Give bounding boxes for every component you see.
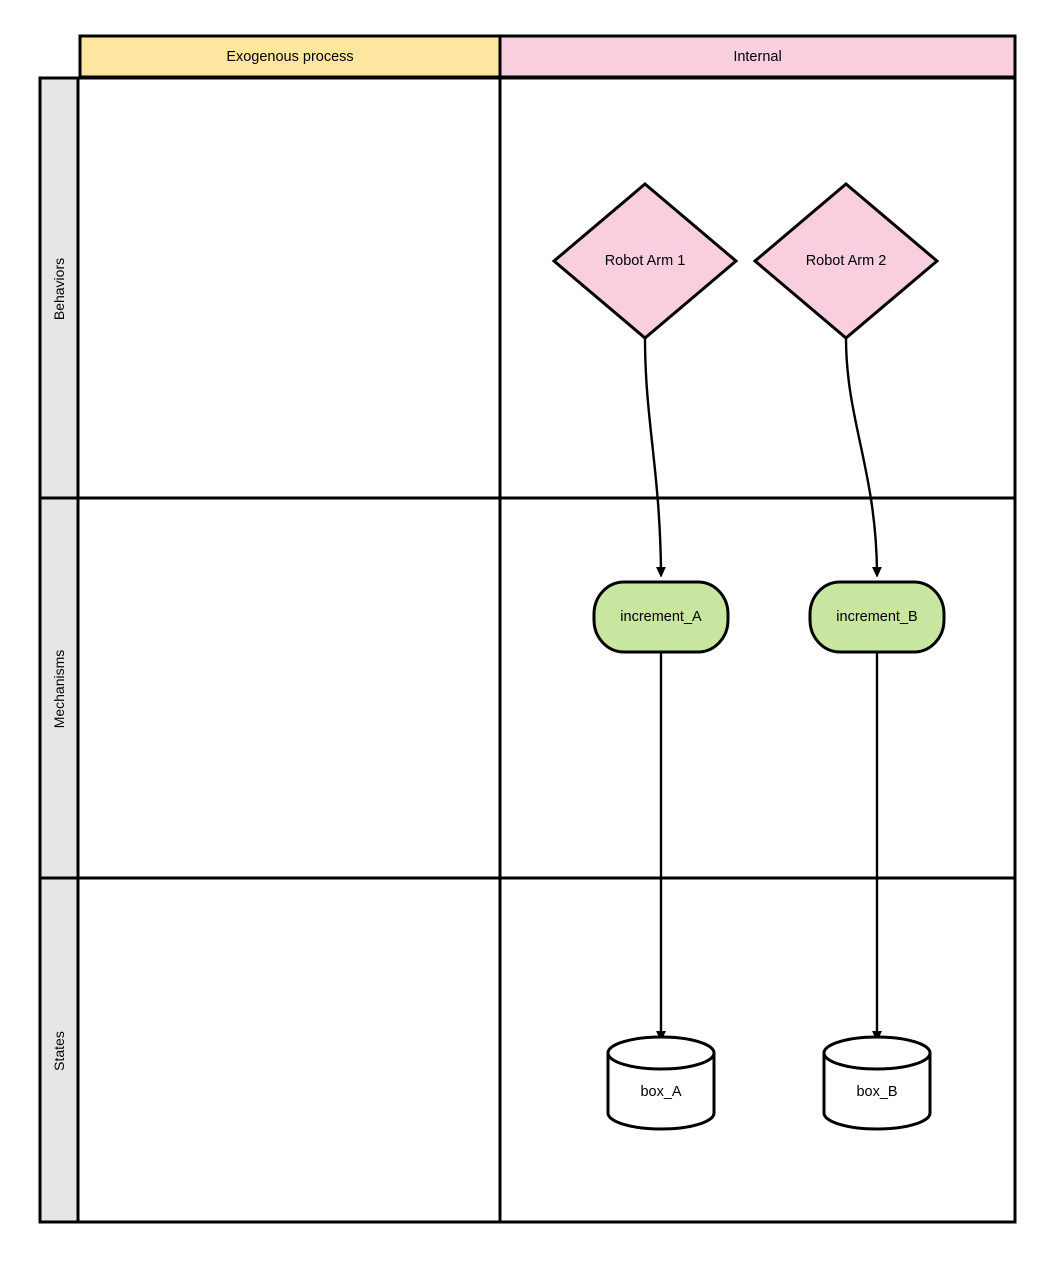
cell-internal-states bbox=[498, 876, 1017, 1224]
node-robot-arm-2[interactable] bbox=[752, 182, 940, 340]
node-robot-arm-1[interactable] bbox=[551, 182, 739, 340]
header-cell-exogenous bbox=[78, 34, 502, 79]
cell-exogenous-states bbox=[76, 876, 502, 1224]
node-box-a[interactable] bbox=[606, 1035, 716, 1131]
edge-robot-arm-1-to-increment-a bbox=[643, 337, 661, 572]
diamond-shape[interactable] bbox=[551, 182, 739, 340]
cylinder-body[interactable] bbox=[822, 1051, 932, 1131]
header-cell-internal bbox=[498, 34, 1017, 79]
rounded-rect-shape[interactable] bbox=[808, 580, 946, 654]
edges-layer bbox=[643, 337, 877, 1036]
cell-exogenous-mechanisms bbox=[76, 496, 502, 880]
cell-exogenous-behaviors bbox=[76, 76, 502, 500]
node-increment-b[interactable] bbox=[808, 580, 946, 654]
diamond-shape[interactable] bbox=[752, 182, 940, 340]
node-box-b[interactable] bbox=[822, 1035, 932, 1131]
rounded-rect-shape[interactable] bbox=[592, 580, 730, 654]
row-label-column bbox=[38, 76, 80, 1224]
header-row bbox=[78, 34, 1017, 79]
cell-internal-mechanisms bbox=[498, 496, 1017, 880]
cell-internal-behaviors bbox=[498, 76, 1017, 500]
row-label-cell-behaviors bbox=[38, 76, 80, 500]
edge-robot-arm-2-to-increment-b bbox=[844, 337, 877, 572]
cylinder-body[interactable] bbox=[606, 1051, 716, 1131]
body-cells bbox=[76, 76, 1017, 1224]
cylinder-top[interactable] bbox=[822, 1035, 932, 1071]
row-label-cell-states bbox=[38, 876, 80, 1224]
cylinder-top[interactable] bbox=[606, 1035, 716, 1071]
node-increment-a[interactable] bbox=[592, 580, 730, 654]
row-label-cell-mechanisms bbox=[38, 496, 80, 880]
